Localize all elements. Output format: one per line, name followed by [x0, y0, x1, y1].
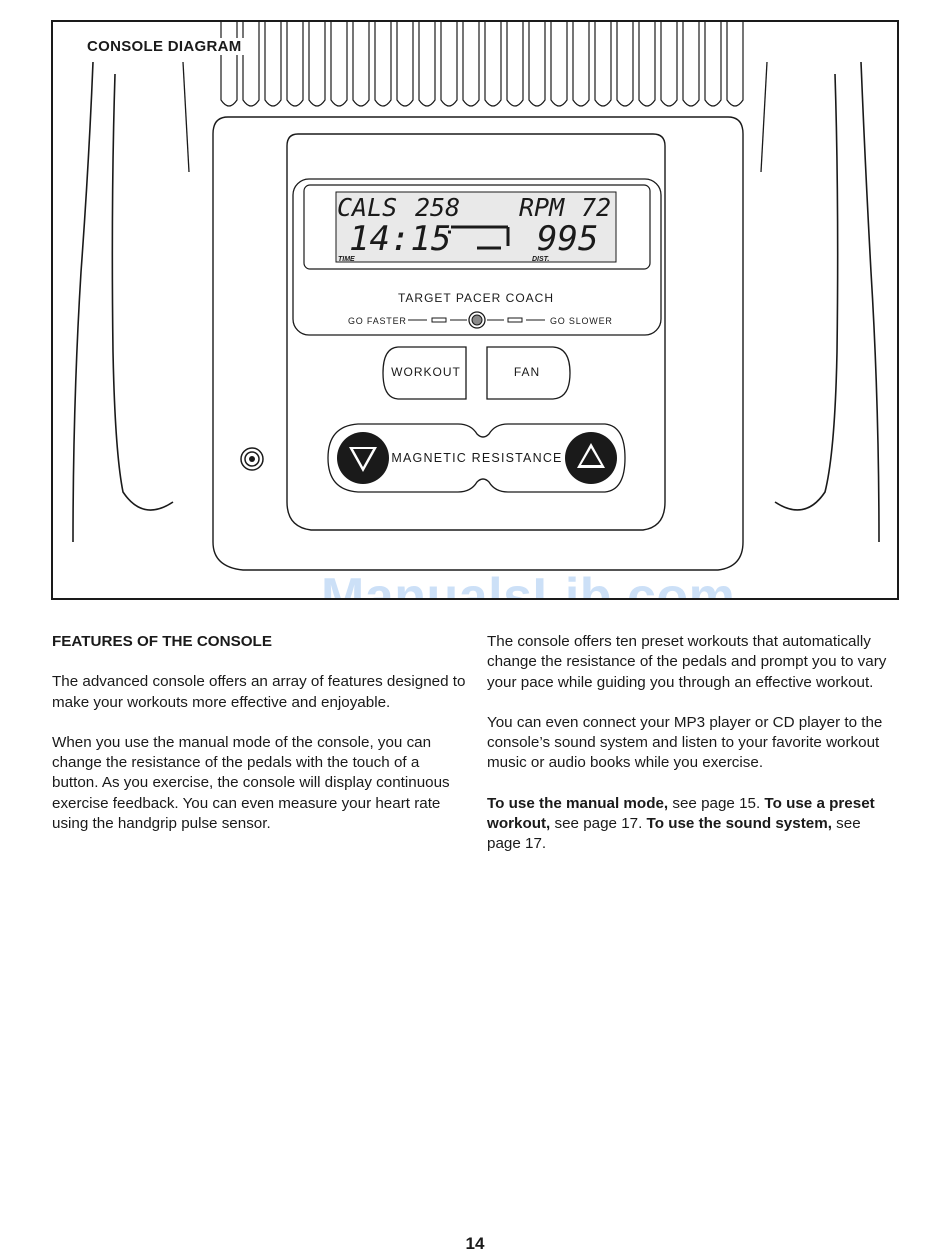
paragraph-references: To use the manual mode, see page 15. To … — [487, 794, 875, 853]
rpm-value: 72 — [581, 193, 611, 222]
go-slower-label: GO SLOWER — [550, 316, 613, 326]
paragraph: You can even connect your MP3 player or … — [487, 713, 883, 772]
resistance-down-button[interactable] — [337, 432, 389, 484]
vent-fin — [264, 22, 282, 107]
sound-system-reference: To use the sound system, — [646, 815, 832, 833]
vent-fin — [330, 22, 348, 107]
paragraph: When you use the manual mode of the cons… — [52, 733, 450, 833]
left-column: FEATURES OF THE CONSOLE The advanced con… — [52, 632, 467, 854]
vent-fin — [506, 22, 524, 107]
diagram-title: CONSOLE DIAGRAM — [83, 38, 246, 55]
vent-fin — [440, 22, 458, 107]
cals-value: 258 — [415, 193, 460, 222]
cals-label: CALS — [337, 193, 397, 222]
dist-label: DIST. — [532, 256, 549, 263]
go-faster-label: GO FASTER — [348, 316, 407, 326]
vent-fin — [286, 22, 304, 107]
preset-workout-reference: To use a preset workout, — [487, 794, 875, 833]
vent-fin — [726, 22, 744, 107]
resistance-label: MAGNETIC RESISTANCE — [391, 451, 562, 465]
time-label: TIME — [338, 256, 355, 263]
vent-fins — [220, 22, 744, 107]
lcd-bar-segments — [448, 225, 510, 250]
vent-fin — [462, 22, 480, 107]
section-heading: FEATURES OF THE CONSOLE — [52, 633, 272, 650]
watermark: ManualsLib.com — [321, 568, 736, 600]
vent-fin — [484, 22, 502, 107]
paragraph: The console offers ten preset workouts t… — [487, 633, 887, 691]
pacer-title: TARGET PACER COACH — [398, 291, 554, 305]
magnetic-resistance-panel: MAGNETIC RESISTANCE — [327, 423, 626, 493]
vent-fin — [638, 22, 656, 107]
audio-jack-icon — [240, 447, 264, 471]
console-diagram: CONSOLE DIAGRAM CALS 258 RPM 72 — [51, 20, 899, 600]
lcd-display: CALS 258 RPM 72 14:15 995 TIME DIST. — [292, 178, 662, 336]
paragraph: The advanced console offers an array of … — [52, 673, 466, 711]
vent-fin — [308, 22, 326, 107]
vent-fin — [528, 22, 546, 107]
resistance-up-button[interactable] — [565, 432, 617, 484]
vent-fin — [682, 22, 700, 107]
manual-mode-reference: To use the manual mode, — [487, 794, 669, 812]
page-number: 14 — [465, 1234, 485, 1253]
console-illustration: CALS 258 RPM 72 14:15 995 TIME DIST. TAR… — [72, 22, 880, 571]
workout-button[interactable]: WORKOUT — [382, 346, 467, 400]
time-value: 14:15 — [349, 219, 451, 259]
vent-fin — [396, 22, 414, 107]
vent-fin — [220, 22, 238, 107]
vent-fin — [550, 22, 568, 107]
right-column: The console offers ten preset workouts t… — [487, 632, 897, 875]
fan-button[interactable]: FAN — [486, 346, 571, 400]
vent-fin — [704, 22, 722, 107]
svg-text:FAN: FAN — [514, 365, 540, 379]
rpm-label: RPM — [519, 193, 565, 222]
vent-fin — [242, 22, 260, 107]
target-pacer-coach: TARGET PACER COACH GO FASTER GO SLOWER — [348, 291, 613, 329]
svg-text:WORKOUT: WORKOUT — [391, 365, 461, 379]
vent-fin — [374, 22, 392, 107]
dist-value: 995 — [537, 219, 598, 259]
vent-fin — [572, 22, 590, 107]
vent-fin — [418, 22, 436, 107]
vent-fin — [616, 22, 634, 107]
vent-fin — [660, 22, 678, 107]
vent-fin — [352, 22, 370, 107]
vent-fin — [594, 22, 612, 107]
pacer-light-icon — [468, 311, 486, 329]
